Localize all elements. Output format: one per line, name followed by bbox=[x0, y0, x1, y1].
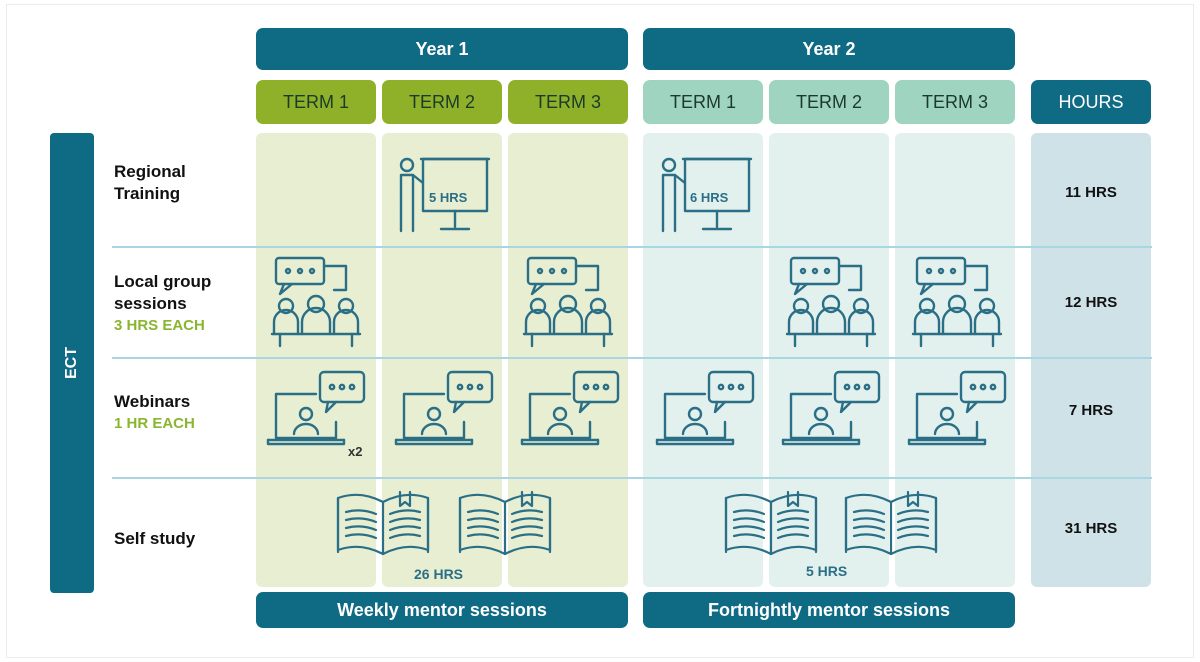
group-meeting-icon bbox=[270, 254, 362, 348]
open-book-icon bbox=[722, 488, 820, 558]
regional-y2-t1-hours: 6 HRS bbox=[690, 190, 729, 205]
laptop-video-call-icon bbox=[520, 368, 622, 450]
webinar-multiplier: x2 bbox=[348, 444, 363, 459]
year1-mentor-footer: Weekly mentor sessions bbox=[256, 592, 628, 628]
open-book-icon bbox=[456, 488, 554, 558]
laptop-video-call-icon bbox=[781, 368, 883, 450]
row-divider bbox=[112, 246, 1152, 248]
open-book-icon bbox=[842, 488, 940, 558]
total-webinars: 7 HRS bbox=[1068, 402, 1114, 419]
hours-column bbox=[1031, 133, 1151, 587]
laptop-video-call-icon bbox=[266, 368, 368, 450]
row-label-local-group: Local group sessions 3 HRS EACH bbox=[114, 271, 244, 337]
ect-text: ECT bbox=[63, 347, 80, 379]
local-group-title: Local group sessions bbox=[114, 272, 212, 313]
group-meeting-icon bbox=[522, 254, 614, 348]
row-divider bbox=[112, 477, 1152, 479]
open-book-icon bbox=[334, 488, 432, 558]
year1-header: Year 1 bbox=[256, 28, 628, 70]
hours-header: HOURS bbox=[1031, 80, 1151, 124]
webinars-sub: 1 HR EACH bbox=[114, 415, 195, 432]
term-header-y2-t1: TERM 1 bbox=[643, 80, 763, 124]
row-label-webinars: Webinars 1 HR EACH bbox=[114, 391, 244, 435]
laptop-video-call-icon bbox=[907, 368, 1009, 450]
row-label-regional-training: Regional Training bbox=[114, 162, 186, 203]
total-self-study: 31 HRS bbox=[1064, 520, 1118, 537]
term-header-y1-t1: TERM 1 bbox=[256, 80, 376, 124]
group-meeting-icon bbox=[911, 254, 1003, 348]
ect-side-label: ECT bbox=[50, 133, 94, 593]
term-header-y1-t2: TERM 2 bbox=[382, 80, 502, 124]
laptop-video-call-icon bbox=[655, 368, 757, 450]
presenter-icon bbox=[655, 153, 755, 235]
total-regional: 11 HRS bbox=[1065, 184, 1117, 201]
webinars-title: Webinars bbox=[114, 392, 191, 411]
self-study-year2-hours: 5 HRS bbox=[806, 563, 848, 579]
row-divider bbox=[112, 357, 1152, 359]
term-header-y2-t2: TERM 2 bbox=[769, 80, 889, 124]
presenter-icon bbox=[393, 153, 493, 235]
row-label-self-study: Self study bbox=[114, 529, 196, 548]
year2-mentor-footer: Fortnightly mentor sessions bbox=[643, 592, 1015, 628]
self-study-year1-hours: 26 HRS bbox=[414, 566, 464, 582]
term-header-y1-t3: TERM 3 bbox=[508, 80, 628, 124]
local-group-sub: 3 HRS EACH bbox=[114, 317, 205, 334]
group-meeting-icon bbox=[785, 254, 877, 348]
term-header-y2-t3: TERM 3 bbox=[895, 80, 1015, 124]
total-local-group: 12 HRS bbox=[1064, 294, 1118, 311]
laptop-video-call-icon bbox=[394, 368, 496, 450]
year2-header: Year 2 bbox=[643, 28, 1015, 70]
regional-y1-t2-hours: 5 HRS bbox=[429, 190, 468, 205]
